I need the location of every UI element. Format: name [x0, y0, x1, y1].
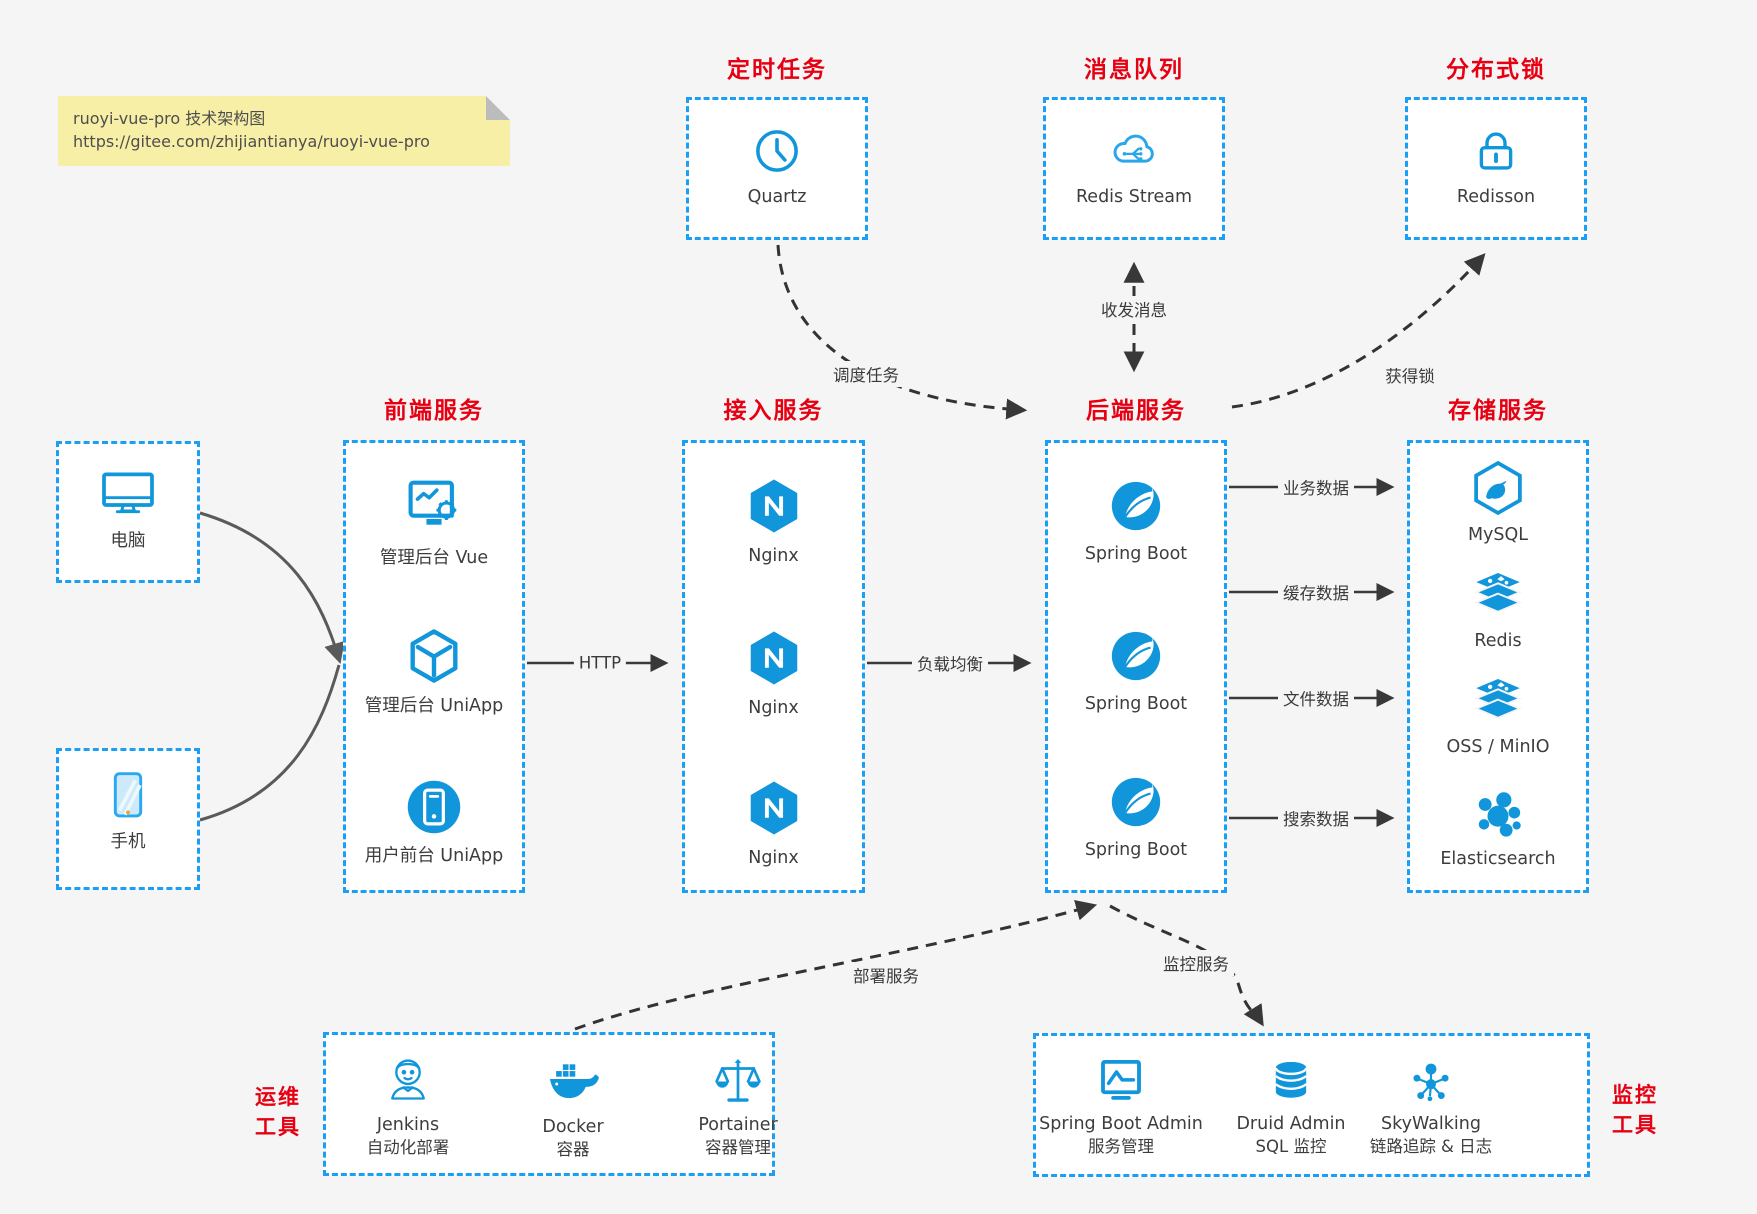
client-to-frontend-curves: [199, 511, 345, 822]
skywalking-desc: 链路追踪 & 日志: [1369, 1137, 1493, 1156]
mysql-label: MySQL: [1467, 525, 1529, 545]
redis-stack-icon: [1469, 567, 1527, 625]
nginx-icon: [743, 777, 805, 839]
clock-icon: [750, 124, 804, 178]
mysql-icon: [1468, 458, 1528, 518]
quartz-label: Quartz: [747, 187, 807, 207]
uniapp-cube-icon: [403, 625, 465, 687]
jenkins-desc: 自动化部署: [366, 1138, 450, 1157]
note-title: ruoyi-vue-pro 技术架构图: [73, 109, 266, 128]
client-pc-box: 电脑: [56, 441, 200, 583]
spring-boot-label: Spring Boot: [1084, 840, 1188, 860]
docker-icon: [546, 1057, 600, 1111]
druid-admin-desc: SQL 监控: [1255, 1137, 1327, 1156]
lock-icon: [1469, 124, 1523, 178]
edge-label-monitor: 监控服务: [1158, 950, 1234, 976]
skywalking-icon: [1405, 1056, 1457, 1108]
ops-tools-box: Jenkins 自动化部署 Docker 容器: [323, 1032, 778, 1176]
distributed-lock-box: Redisson: [1405, 97, 1587, 240]
edge-label-load-balance: 负载均衡: [912, 650, 988, 676]
spring-icon: [1107, 627, 1165, 685]
druid-icon: [1265, 1056, 1317, 1108]
user-app-icon: [404, 777, 464, 837]
edge-label-cache-data: 缓存数据: [1278, 579, 1354, 605]
edge-label-file-data: 文件数据: [1278, 685, 1354, 711]
distributed-lock-title: 分布式锁: [1446, 57, 1546, 83]
storage-title: 存储服务: [1448, 398, 1548, 424]
portainer-label: Portainer: [698, 1115, 778, 1135]
sticky-note: ruoyi-vue-pro 技术架构图 https://gitee.com/zh…: [58, 96, 510, 166]
admin-uniapp-label: 管理后台 UniApp: [364, 696, 504, 716]
redis-label: Redis: [1474, 631, 1522, 651]
druid-admin-label: Druid Admin: [1236, 1114, 1346, 1134]
edge-label-message: 收发消息: [1096, 296, 1172, 322]
spring-boot-admin-label: Spring Boot Admin: [1039, 1114, 1203, 1134]
admin-vue-icon: [401, 473, 467, 539]
edge-label-schedule: 调度任务: [828, 361, 904, 387]
edge-label-lock: 获得锁: [1380, 362, 1440, 388]
docker-label: Docker: [542, 1117, 604, 1137]
spring-icon: [1107, 477, 1165, 535]
portainer-icon: [711, 1055, 765, 1109]
edge-label-business-data: 业务数据: [1278, 474, 1354, 500]
elasticsearch-label: Elasticsearch: [1440, 849, 1556, 869]
jenkins-label: Jenkins: [376, 1115, 440, 1135]
admin-vue-label: 管理后台 Vue: [379, 548, 489, 568]
nginx-label: Nginx: [748, 848, 799, 868]
docker-desc: 容器: [556, 1140, 590, 1159]
storage-box: MySQL Redis: [1407, 440, 1589, 893]
gateway-box: Nginx Nginx Nginx: [682, 440, 865, 893]
message-queue-box: Redis Stream: [1043, 97, 1225, 240]
scheduled-task-title: 定时任务: [727, 57, 827, 83]
mobile-icon: [99, 767, 157, 825]
nginx-label: Nginx: [748, 546, 799, 566]
portainer-desc: 容器管理: [705, 1138, 771, 1157]
nginx-icon: [743, 475, 805, 537]
monitor-tools-box: Spring Boot Admin 服务管理 Druid Admin SQL 监…: [1033, 1033, 1590, 1177]
oss-minio-label: OSS / MinIO: [1446, 737, 1550, 757]
spring-boot-label: Spring Boot: [1084, 544, 1188, 564]
edge-label-search-data: 搜索数据: [1278, 805, 1354, 831]
message-queue-title: 消息队列: [1084, 57, 1184, 83]
elasticsearch-icon: [1470, 787, 1526, 843]
scheduled-task-box: Quartz: [686, 97, 868, 240]
edge-lock: [1231, 253, 1486, 409]
note-url: https://gitee.com/zhijiantianya/ruoyi-vu…: [73, 132, 430, 152]
sba-icon: [1094, 1054, 1148, 1108]
edge-deploy: [574, 900, 1098, 1031]
skywalking-label: SkyWalking: [1381, 1114, 1481, 1134]
nginx-icon: [743, 627, 805, 689]
user-uniapp-label: 用户前台 UniApp: [364, 846, 504, 866]
redisson-label: Redisson: [1456, 187, 1536, 207]
spring-icon: [1107, 773, 1165, 831]
redis-stream-label: Redis Stream: [1075, 187, 1193, 207]
ops-tools-title: 运维 工具: [255, 1085, 301, 1140]
nginx-label: Nginx: [748, 698, 799, 718]
oss-stack-icon: [1469, 673, 1527, 731]
desktop-icon: [96, 461, 160, 525]
frontend-box: 管理后台 Vue 管理后台 UniApp 用户前台 UniApp: [343, 440, 525, 893]
cloud-stream-icon: [1106, 124, 1162, 178]
edge-label-deploy: 部署服务: [848, 962, 924, 988]
backend-box: Spring Boot Spring Boot Spring Boot: [1045, 440, 1227, 893]
gateway-title: 接入服务: [723, 398, 824, 424]
frontend-title: 前端服务: [384, 398, 484, 424]
edge-label-http: HTTP: [573, 652, 627, 674]
backend-title: 后端服务: [1086, 398, 1186, 424]
jenkins-icon: [380, 1053, 436, 1109]
mobile-label: 手机: [110, 832, 146, 852]
client-mobile-box: 手机: [56, 748, 200, 890]
monitor-tools-title: 监控 工具: [1612, 1083, 1658, 1138]
pc-label: 电脑: [110, 531, 146, 551]
spring-boot-label: Spring Boot: [1084, 694, 1188, 714]
spring-boot-admin-desc: 服务管理: [1088, 1137, 1154, 1156]
